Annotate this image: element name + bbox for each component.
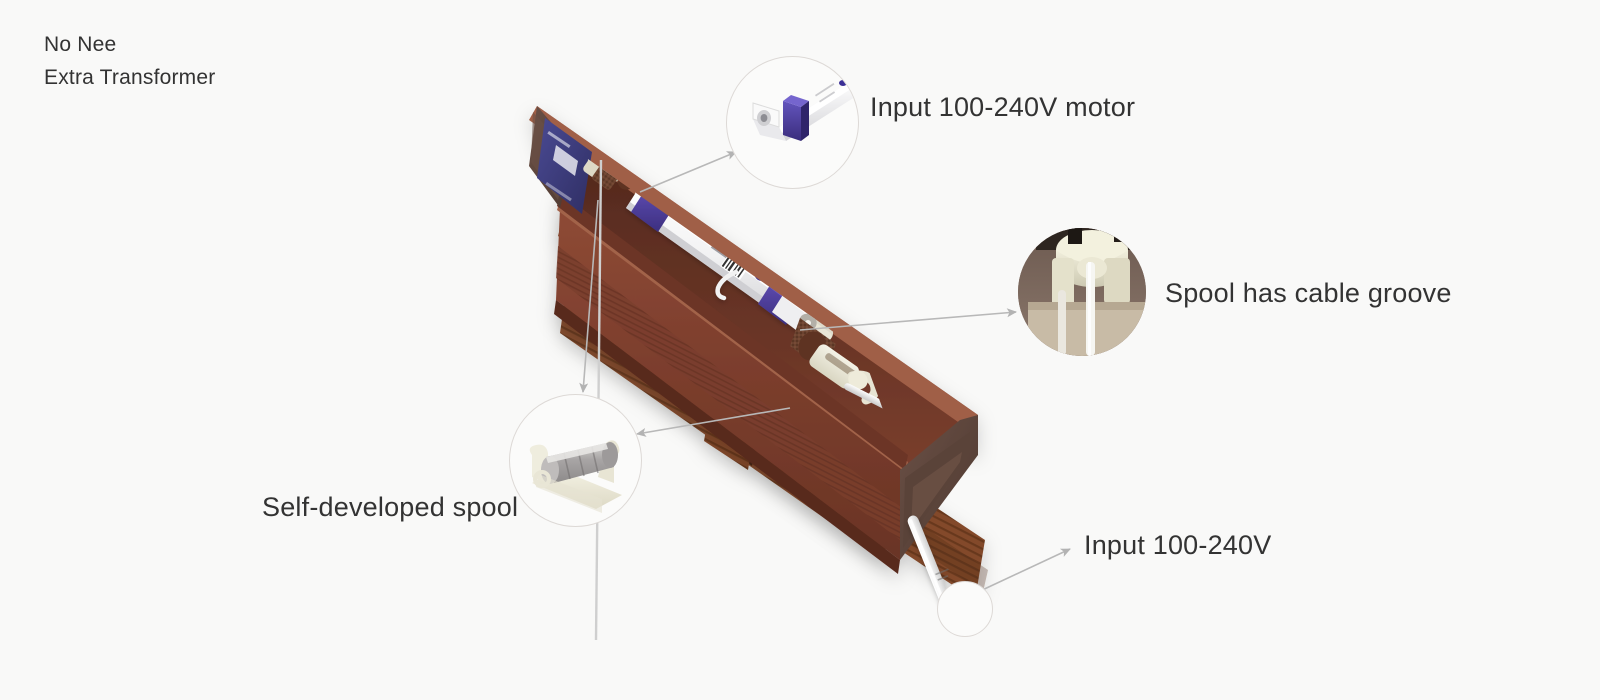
callout-motor-image bbox=[726, 56, 859, 189]
label-motor: Input 100-240V motor bbox=[870, 92, 1136, 122]
callout-cable-highlight bbox=[937, 581, 993, 637]
header-line-1: No Nee bbox=[44, 33, 117, 56]
label-input-voltage: Input 100-240V bbox=[1084, 530, 1272, 560]
arrow-to-groove-callout bbox=[799, 308, 1017, 331]
label-spool-groove: Spool has cable groove bbox=[1165, 278, 1452, 308]
header-text: No Nee Extra Transformer bbox=[44, 28, 215, 94]
arrow-to-spool-callout bbox=[579, 199, 599, 393]
product-sticker bbox=[537, 118, 592, 214]
arrow-to-motor-callout bbox=[639, 151, 737, 193]
callout-groove-image bbox=[1018, 228, 1146, 356]
arrow-to-input-label bbox=[977, 548, 1071, 593]
callout-spool-image bbox=[509, 394, 642, 527]
header-line-2: Extra Transformer bbox=[44, 66, 216, 89]
arrow-rail-to-spool-callout bbox=[636, 407, 791, 437]
label-self-developed-spool: Self-developed spool bbox=[262, 492, 519, 522]
